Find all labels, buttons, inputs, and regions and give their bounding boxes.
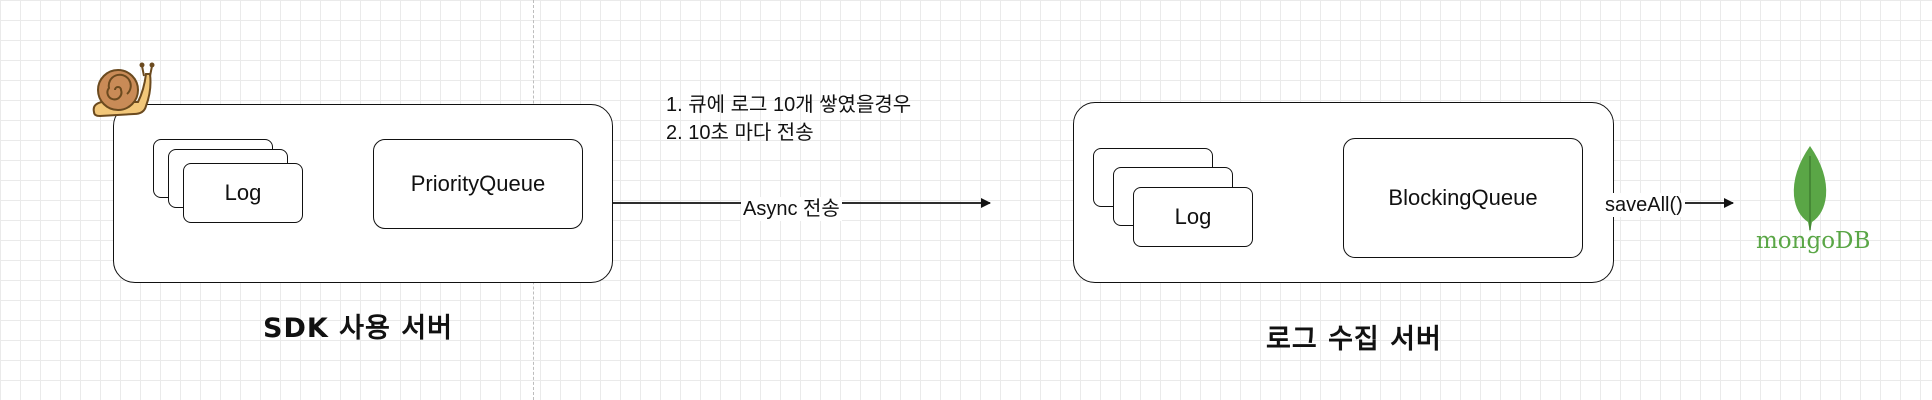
async-transfer-label: Async 전송	[741, 197, 842, 221]
mongodb-wordmark: mongoDB	[1756, 228, 1871, 254]
collector-server-label: 로그 수집 서버	[1266, 324, 1442, 355]
sdk-server-label: SDK 사용 서버	[263, 313, 453, 344]
saveall-label: saveAll()	[1603, 193, 1685, 217]
mongodb-leaf-icon	[1793, 146, 1827, 232]
priority-queue-label: PriorityQueue	[410, 171, 546, 196]
collector-log-card-front: Log	[1133, 187, 1253, 247]
blocking-queue-box: BlockingQueue	[1343, 138, 1583, 258]
transfer-condition-2: 2. 10초 마다 전송	[666, 122, 814, 144]
transfer-condition-1: 1. 큐에 로그 10개 쌓였을경우	[666, 94, 912, 116]
priority-queue-box: PriorityQueue	[373, 139, 583, 229]
log-label: Log	[224, 180, 262, 205]
snail-icon	[92, 62, 155, 118]
log-card-front: Log	[183, 163, 303, 223]
blocking-queue-label: BlockingQueue	[1388, 185, 1538, 210]
collector-log-label: Log	[1174, 204, 1212, 229]
